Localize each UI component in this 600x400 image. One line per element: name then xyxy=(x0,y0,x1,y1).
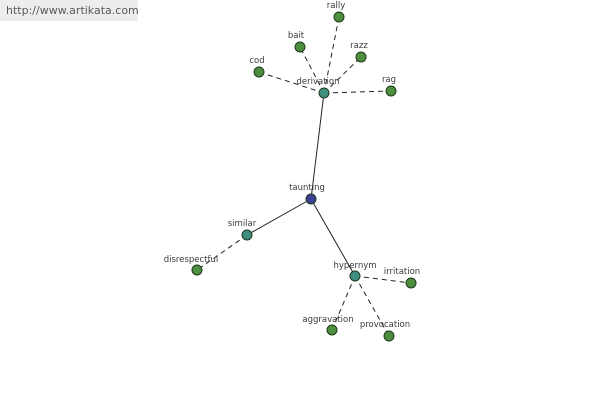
node-dot-irritation[interactable] xyxy=(405,277,417,289)
node-dot-aggravation[interactable] xyxy=(326,324,338,336)
node-dot-rag[interactable] xyxy=(385,85,397,97)
node-cod[interactable]: cod xyxy=(249,56,265,78)
node-dot-disrespectful[interactable] xyxy=(191,264,203,276)
node-rally[interactable]: rally xyxy=(327,1,345,23)
node-label-taunting: taunting xyxy=(289,183,325,193)
edge-derivation-rag xyxy=(323,90,392,94)
graph-nodes: taunting derivation similar hypernym rally ba… xyxy=(164,1,420,342)
node-dot-provocation[interactable] xyxy=(383,330,395,342)
edge-hypernym-irritation xyxy=(354,275,412,284)
edge-taunting-derivation xyxy=(310,92,325,200)
edge-hypernym-provocation xyxy=(354,275,390,337)
node-label-razz: razz xyxy=(350,41,368,51)
node-label-provocation: provocation xyxy=(360,320,410,330)
node-hypernym[interactable]: hypernym xyxy=(333,261,377,282)
node-label-irritation: irritation xyxy=(384,267,420,277)
node-label-rag: rag xyxy=(382,75,396,85)
node-irritation[interactable]: irritation xyxy=(384,267,420,289)
edge-similar-disrespectful xyxy=(196,234,248,271)
url-banner: http://www.artikata.com xyxy=(0,0,139,21)
node-label-cod: cod xyxy=(249,56,264,66)
node-similar[interactable]: similar xyxy=(228,219,257,241)
node-label-bait: bait xyxy=(288,31,305,41)
node-label-hypernym: hypernym xyxy=(333,261,376,271)
node-label-similar: similar xyxy=(228,219,257,229)
node-razz[interactable]: razz xyxy=(350,41,368,63)
node-dot-hypernym[interactable] xyxy=(349,270,361,282)
node-disrespectful[interactable]: disrespectful xyxy=(164,255,219,276)
edge-taunting-hypernym xyxy=(310,198,356,277)
edge-taunting-similar xyxy=(246,198,312,236)
node-dot-derivation[interactable] xyxy=(318,87,330,99)
node-taunting[interactable]: taunting xyxy=(289,183,325,205)
node-dot-cod[interactable] xyxy=(253,66,265,78)
node-dot-taunting[interactable] xyxy=(305,193,317,205)
node-label-aggravation: aggravation xyxy=(302,315,353,325)
node-provocation[interactable]: provocation xyxy=(360,320,410,342)
node-dot-rally[interactable] xyxy=(333,11,345,23)
url-text: http://www.artikata.com xyxy=(6,4,139,17)
node-label-derivation: derivation xyxy=(296,77,339,87)
edge-derivation-rally xyxy=(323,16,340,94)
node-dot-bait[interactable] xyxy=(294,41,306,53)
node-label-rally: rally xyxy=(327,1,345,11)
graph-edges xyxy=(196,16,412,337)
node-aggravation[interactable]: aggravation xyxy=(302,315,354,336)
node-dot-similar[interactable] xyxy=(241,229,253,241)
edge-hypernym-aggravation xyxy=(331,275,356,331)
node-label-disrespectful: disrespectful xyxy=(164,255,219,265)
node-rag[interactable]: rag xyxy=(382,75,397,97)
node-derivation[interactable]: derivation xyxy=(296,77,340,99)
edge-derivation-cod xyxy=(258,71,325,94)
node-bait[interactable]: bait xyxy=(288,31,306,53)
node-dot-razz[interactable] xyxy=(355,51,367,63)
